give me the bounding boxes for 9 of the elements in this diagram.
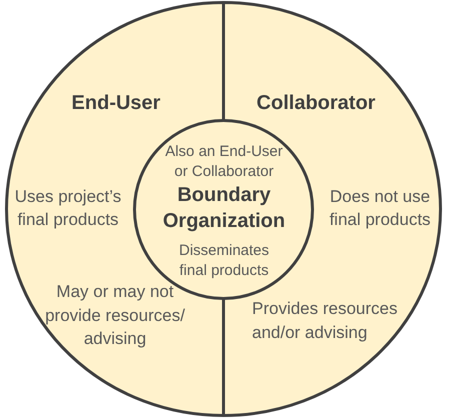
- description-text: Uses project’s final products: [14, 186, 122, 231]
- note-text: Also an End-User or Collaborator: [164, 142, 284, 182]
- description-text: Provides resources and/or advising: [252, 298, 399, 344]
- heading-text: Collaborator: [256, 91, 376, 116]
- description-text: Does not use final products: [328, 186, 432, 231]
- heading-text: End-User: [71, 91, 161, 116]
- description-text: May or may not provide resources/ advising: [44, 281, 186, 350]
- heading-text: Boundary Organization: [162, 183, 286, 234]
- description-text: Disseminates final products: [178, 241, 270, 281]
